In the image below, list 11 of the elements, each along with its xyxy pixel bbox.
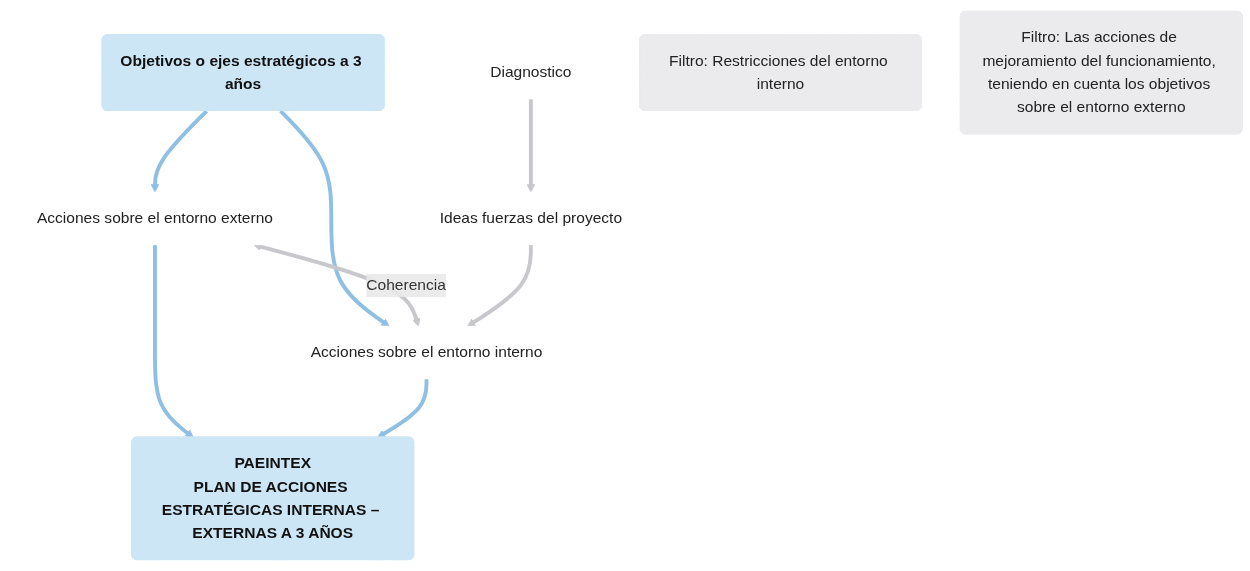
arrow	[153, 244, 194, 438]
node-text: Acciones sobre el entorno externo	[36, 209, 273, 227]
edge-label: Coherencia	[366, 276, 446, 294]
arrow	[466, 244, 533, 327]
node-text: Acciones sobre el entorno interno	[310, 343, 543, 361]
arrow	[279, 109, 390, 327]
node-text: Ideas fuerzas del proyecto	[439, 209, 623, 227]
arrow	[526, 98, 536, 193]
arrow	[150, 109, 208, 193]
arrow	[377, 378, 429, 438]
node-text: Diagnostico	[490, 63, 572, 81]
